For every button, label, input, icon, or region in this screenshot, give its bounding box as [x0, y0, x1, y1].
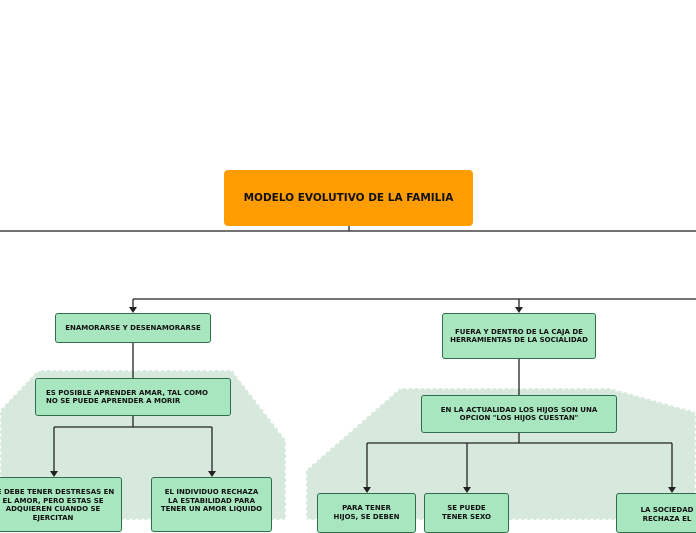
arrow-right-leaf-2	[463, 487, 471, 493]
topic-enamorarse[interactable]: ENAMORARSE Y DESENAMORARSE	[55, 313, 211, 343]
arrow-right-branch	[515, 307, 523, 313]
mind-map: MODELO EVOLUTIVO DE LA FAMILIA ENAMORARS…	[0, 170, 696, 533]
topic-tener-sexo[interactable]: SE PUEDE TENER SEXO	[424, 493, 509, 533]
arrow-left-branch	[129, 307, 137, 313]
connector-layer	[0, 226, 696, 520]
arrow-left-leaf-1	[50, 471, 58, 477]
topic-hijos-opcion[interactable]: EN LA ACTUALIDAD LOS HIJOS SON UNA OPCIO…	[421, 395, 617, 433]
root-topic[interactable]: MODELO EVOLUTIVO DE LA FAMILIA	[224, 170, 473, 226]
topic-aprender-amar[interactable]: ES POSIBLE APRENDER AMAR, TAL COMO NO SE…	[35, 378, 231, 416]
topic-amor-liquido[interactable]: EL INDIVIDUO RECHAZA LA ESTABILIDAD PARA…	[151, 477, 272, 532]
topic-sociedad-rechaza[interactable]: LA SOCIEDAD RECHAZA EL	[616, 493, 696, 533]
arrow-left-leaf-2	[208, 471, 216, 477]
arrow-right-leaf-1	[363, 487, 371, 493]
topic-caja-herramientas[interactable]: FUERA Y DENTRO DE LA CAJA DE HERRAMIENTA…	[442, 313, 596, 359]
arrow-right-leaf-3	[668, 487, 676, 493]
topic-destrezas-amor[interactable]: SE DEBE TENER DESTRESAS EN EL AMOR, PERO…	[0, 477, 122, 532]
topic-tener-hijos[interactable]: PARA TENER HIJOS, SE DEBEN	[317, 493, 416, 533]
